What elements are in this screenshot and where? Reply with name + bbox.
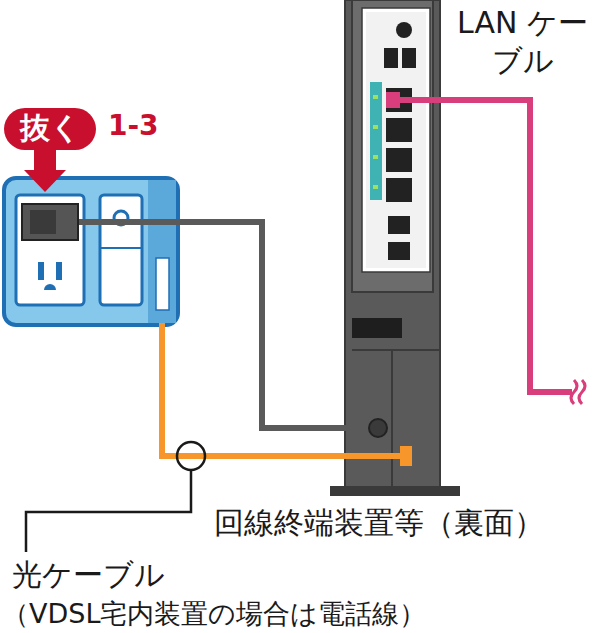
step-number: 1-3	[108, 110, 159, 142]
switch-line	[100, 247, 142, 249]
outlet-slot	[56, 262, 62, 280]
device-label: 回線終端装置等（裏面）	[214, 506, 544, 541]
power-cable	[60, 222, 378, 428]
note-text: （VDSL宅内装置の場合は電話線）	[2, 598, 426, 629]
leader-line	[26, 470, 191, 552]
usb-port	[402, 48, 416, 68]
port-strip	[370, 82, 382, 200]
lan-cable	[392, 100, 572, 392]
switch-plate	[100, 195, 142, 305]
callout-circle	[177, 442, 205, 470]
power-inlet	[369, 419, 387, 437]
badge-text: 抜く	[18, 110, 82, 146]
cable-label: 光ケーブル	[12, 558, 165, 593]
outlet-ground	[44, 284, 56, 290]
tel-port	[388, 242, 410, 260]
lan-port	[386, 148, 412, 172]
lan-port	[386, 178, 412, 202]
panel-strip	[148, 180, 176, 323]
wall-panel	[4, 178, 178, 325]
device-panel	[362, 8, 430, 272]
led	[373, 95, 378, 99]
cable-label: LAN ケーブル	[455, 4, 590, 79]
power-jack	[396, 22, 412, 38]
device-upper	[352, 0, 433, 292]
tel-port	[388, 216, 410, 234]
device-seam	[352, 349, 440, 351]
led	[373, 155, 378, 159]
pull-badge: 抜く	[4, 108, 96, 150]
power-plug	[22, 204, 78, 240]
led	[373, 185, 378, 189]
lan-plug	[386, 92, 400, 108]
outlet-slot	[38, 262, 44, 280]
device-base	[330, 486, 460, 496]
led	[373, 125, 378, 129]
fiber-port	[156, 258, 169, 310]
plug-face	[30, 210, 56, 234]
pull-arrow	[24, 150, 66, 192]
device-body	[345, 0, 440, 490]
optical-plug	[400, 446, 412, 466]
optical-cable	[162, 323, 404, 456]
usb-port	[384, 48, 398, 68]
cable-break	[571, 380, 585, 404]
outlet	[16, 195, 84, 305]
lan-port	[386, 118, 412, 142]
device-seam	[391, 350, 393, 490]
panel-inner	[366, 12, 426, 268]
vent	[352, 318, 402, 338]
